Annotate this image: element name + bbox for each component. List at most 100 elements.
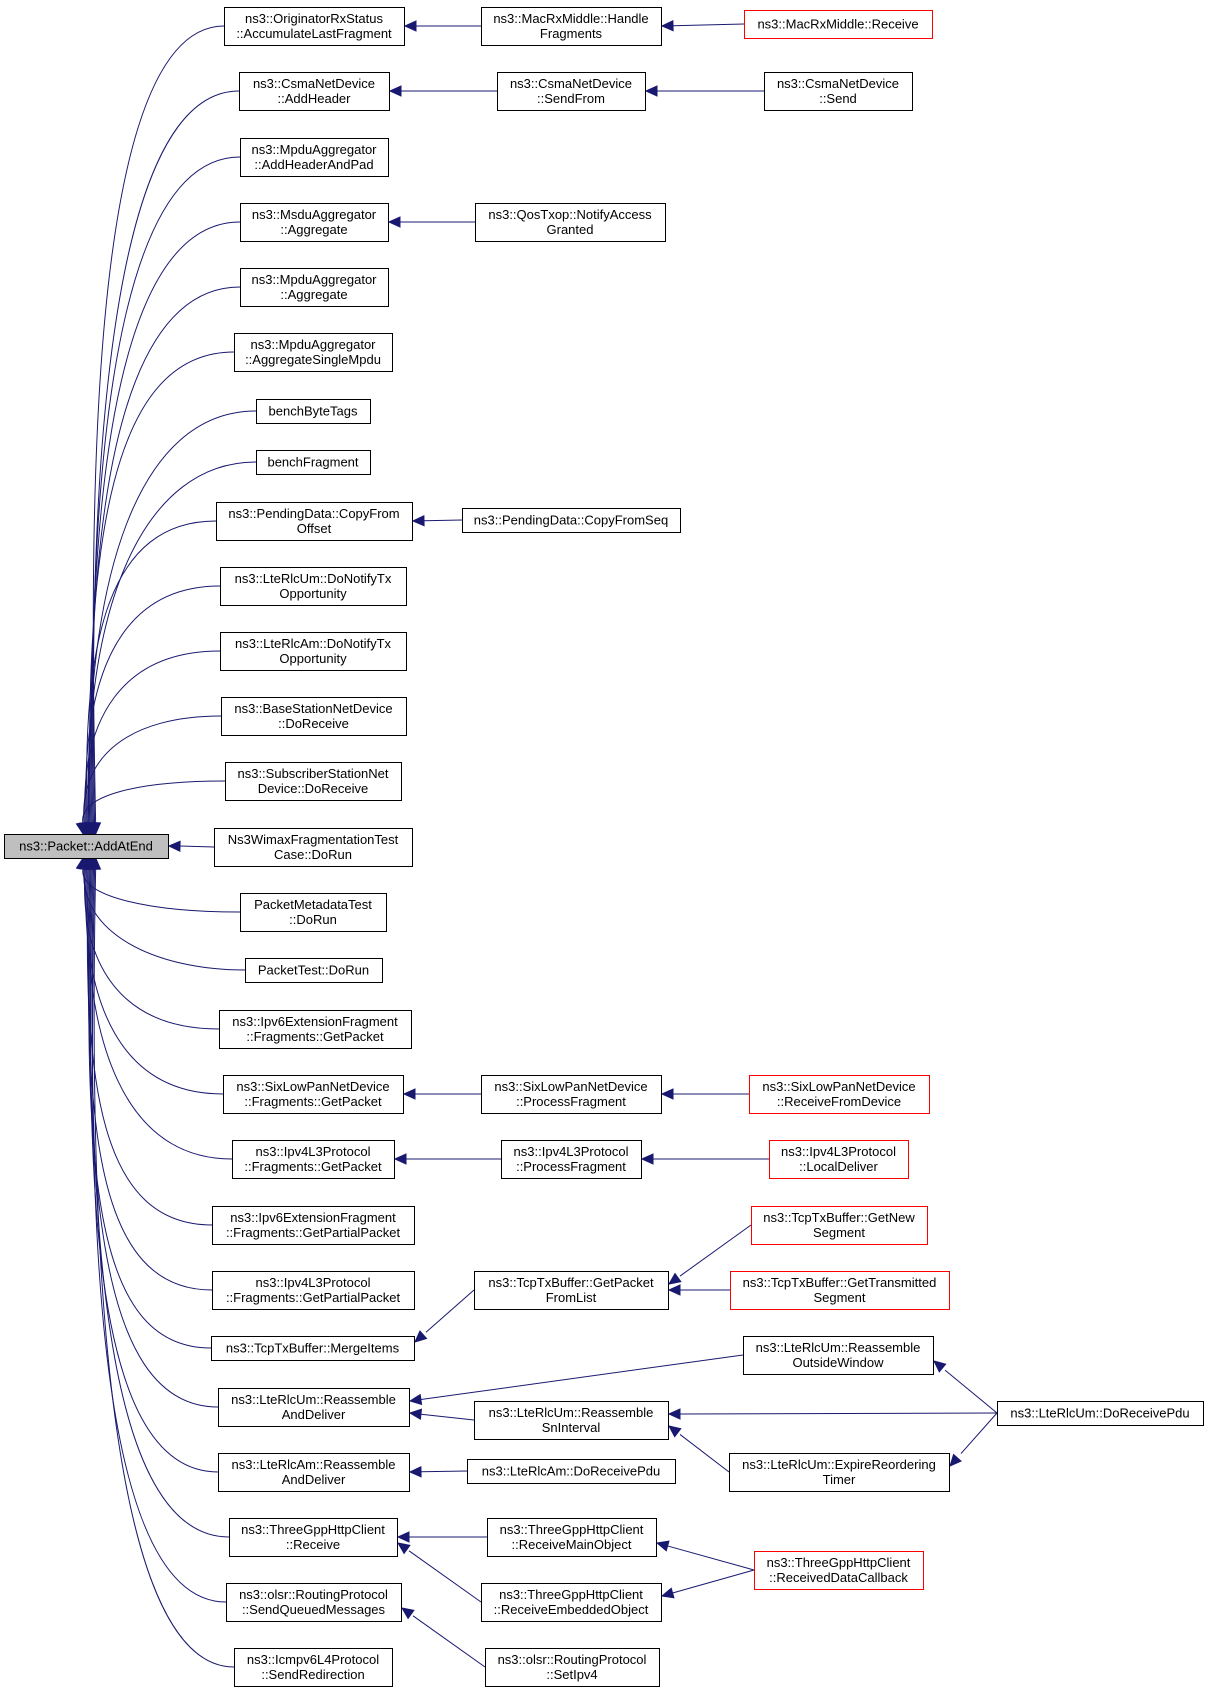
function-node[interactable]: ns3::SixLowPanNetDevice::ReceiveFromDevi… (749, 1075, 930, 1114)
function-node[interactable]: ns3::Ipv4L3Protocol::ProcessFragment (501, 1140, 642, 1179)
node-box (256, 450, 371, 475)
function-node[interactable]: PacketMetadataTest::DoRun (240, 893, 387, 932)
function-node[interactable]: ns3::ThreeGppHttpClient::Receive (229, 1518, 398, 1557)
function-node[interactable]: ns3::LteRlcAm::DoReceivePdu (467, 1459, 676, 1484)
node-box (497, 72, 646, 111)
node-box (4, 834, 169, 859)
node-label: ::AddHeaderAndPad (254, 157, 373, 172)
function-node[interactable]: ns3::Ipv4L3Protocol::LocalDeliver (769, 1140, 909, 1179)
node-box (212, 1271, 415, 1310)
edge-arrowhead (933, 1360, 947, 1373)
function-node[interactable]: ns3::BaseStationNetDevice::DoReceive (221, 697, 407, 736)
edge (960, 1412, 998, 1454)
node-box (223, 1075, 404, 1114)
edge (412, 1615, 486, 1668)
function-node[interactable]: ns3::CsmaNetDevice::AddHeader (239, 72, 390, 111)
node-label: ns3::QosTxop::NotifyAccess (488, 207, 652, 222)
function-node[interactable]: ns3::ThreeGppHttpClient::ReceiveMainObje… (487, 1518, 657, 1557)
edge (93, 867, 235, 1668)
node-label: ns3::CsmaNetDevice (510, 76, 632, 91)
function-node[interactable]: ns3::OriginatorRxStatus::AccumulateLastF… (224, 7, 405, 46)
node-label: ns3::LteRlcUm::Reassemble (231, 1392, 396, 1407)
edge (408, 1550, 482, 1603)
node-box (485, 1648, 660, 1687)
edge (92, 90, 240, 825)
function-node[interactable]: ns3::Ipv4L3Protocol::Fragments::GetParti… (212, 1271, 415, 1310)
node-box (474, 1401, 669, 1440)
function-node[interactable]: ns3::MsduAggregator::Aggregate (240, 203, 389, 242)
function-node[interactable]: ns3::ThreeGppHttpClient::ReceivedDataCal… (754, 1551, 924, 1590)
function-node[interactable]: ns3::TcpTxBuffer::MergeItems (211, 1336, 415, 1361)
node-label: ::ProcessFragment (516, 1159, 626, 1174)
function-node[interactable]: ns3::PendingData::CopyFromSeq (462, 508, 681, 533)
node-label: ns3::SixLowPanNetDevice (236, 1079, 389, 1094)
node-box (240, 893, 387, 932)
edge (86, 867, 213, 1226)
node-label: ns3::MsduAggregator (252, 207, 377, 222)
function-node[interactable]: ns3::SixLowPanNetDevice::Fragments::GetP… (223, 1075, 404, 1114)
function-node[interactable]: benchByteTags (256, 399, 371, 424)
node-label: ::AccumulateLastFragment (236, 26, 392, 41)
node-box (487, 1518, 657, 1557)
function-node[interactable]: ns3::Icmpv6L4Protocol::SendRedirection (234, 1648, 393, 1687)
node-label: PacketMetadataTest (254, 897, 372, 912)
function-node[interactable]: ns3::olsr::RoutingProtocol::SendQueuedMe… (226, 1583, 402, 1622)
function-node[interactable]: ns3::CsmaNetDevice::SendFrom (497, 72, 646, 111)
function-node[interactable]: ns3::Ipv6ExtensionFragment::Fragments::G… (212, 1206, 415, 1245)
function-node[interactable]: ns3::LteRlcUm::DoReceivePdu (997, 1401, 1204, 1426)
node-label: ::AggregateSingleMpdu (245, 352, 381, 367)
function-node[interactable]: ns3::MpduAggregator::Aggregate (240, 268, 389, 307)
node-label: benchFragment (267, 455, 358, 470)
node-label: ::DoReceive (278, 716, 349, 731)
function-node[interactable]: ns3::MpduAggregator::AddHeaderAndPad (240, 138, 389, 177)
edge (672, 1569, 755, 1594)
node-box-truncated (754, 1551, 924, 1590)
function-node[interactable]: benchFragment (256, 450, 371, 475)
node-label: ns3::LteRlcAm::Reassemble (231, 1457, 395, 1472)
function-node[interactable]: ns3::olsr::RoutingProtocol::SetIpv4 (485, 1648, 660, 1687)
node-label: SnInterval (542, 1420, 601, 1435)
node-label: AndDeliver (282, 1472, 346, 1487)
node-label: ns3::TcpTxBuffer::GetNew (763, 1210, 915, 1225)
root-function-node[interactable]: ns3::Packet::AddAtEnd (4, 834, 169, 859)
function-node[interactable]: ns3::ThreeGppHttpClient::ReceiveEmbedded… (481, 1583, 662, 1622)
function-node[interactable]: ns3::SixLowPanNetDevice::ProcessFragment (481, 1075, 662, 1114)
function-node[interactable]: ns3::MacRxMiddle::Receive (744, 10, 933, 39)
function-node[interactable]: ns3::MpduAggregator::AggregateSingleMpdu (234, 333, 393, 372)
node-label: ns3::OriginatorRxStatus (245, 11, 384, 26)
node-label: ::ReceiveMainObject (512, 1537, 632, 1552)
edge-arrowhead (396, 1531, 410, 1543)
function-node[interactable]: ns3::CsmaNetDevice::Send (764, 72, 913, 111)
node-label: ns3::SixLowPanNetDevice (762, 1079, 915, 1094)
edge-arrowhead (401, 1607, 415, 1620)
function-node[interactable]: ns3::Ipv6ExtensionFragment::Fragments::G… (219, 1010, 412, 1049)
node-box (212, 1206, 415, 1245)
node-box (240, 268, 389, 307)
node-label: ns3::SixLowPanNetDevice (494, 1079, 647, 1094)
node-label: ns3::olsr::RoutingProtocol (498, 1652, 647, 1667)
node-box (481, 1075, 662, 1114)
edge (88, 867, 212, 1349)
function-node[interactable]: ns3::Ipv4L3Protocol::Fragments::GetPacke… (232, 1140, 395, 1179)
node-box (220, 567, 407, 606)
node-label: ns3::CsmaNetDevice (777, 76, 899, 91)
function-node[interactable]: PacketTest::DoRun (245, 958, 383, 983)
function-node[interactable]: ns3::SubscriberStationNetDevice::DoRecei… (225, 762, 402, 801)
node-box (226, 1583, 402, 1622)
node-box (256, 399, 371, 424)
node-label: ns3::LteRlcUm::ExpireReordering (742, 1457, 936, 1472)
